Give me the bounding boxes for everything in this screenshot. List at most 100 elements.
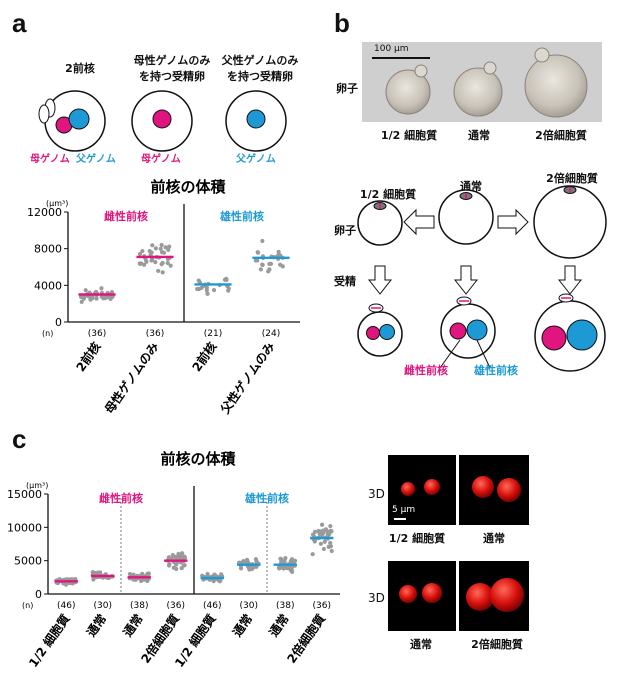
- data-point: [205, 291, 210, 296]
- data-point: [276, 249, 281, 255]
- x-category-label: 父性ゲノムのみ: [217, 339, 278, 417]
- scale-bar-label: 100 µm: [374, 44, 409, 54]
- data-point: [204, 288, 209, 293]
- n-label: (46): [57, 601, 75, 611]
- data-point: [166, 247, 171, 253]
- photo-label-double: 2倍細胞質: [535, 129, 587, 142]
- row-label-3d-bottom: 3D: [368, 591, 385, 605]
- data-point: [312, 539, 317, 544]
- diagram-label-double: 2倍細胞質: [546, 172, 598, 185]
- data-point: [159, 242, 164, 248]
- data-point: [258, 267, 263, 272]
- group-label: 雄性前核: [244, 491, 289, 505]
- data-point: [328, 540, 333, 546]
- data-point: [279, 560, 284, 565]
- arrow-left: [403, 208, 435, 236]
- data-point: [319, 522, 325, 527]
- data-point: [174, 566, 179, 572]
- data-point: [267, 261, 272, 267]
- data-point: [196, 286, 202, 292]
- x-category-label: 通常: [120, 611, 146, 639]
- scale-bar-3d-label: 5 µm: [392, 505, 416, 515]
- n-label: (36): [167, 601, 185, 611]
- x-category-label: 通常: [83, 611, 109, 639]
- pn-3d-normal-male: [497, 478, 521, 502]
- data-point: [88, 297, 93, 302]
- data-point: [329, 548, 334, 554]
- data-point: [94, 296, 99, 301]
- data-point: [322, 539, 327, 544]
- data-point: [168, 263, 173, 268]
- data-point: [79, 299, 84, 304]
- data-point: [166, 563, 172, 568]
- row-label-egg-photo: 卵子: [336, 82, 358, 95]
- data-point: [142, 262, 147, 267]
- image-label-half: 1/2 細胞質: [388, 532, 446, 545]
- n-label: (30): [94, 601, 112, 611]
- panel-a-letter: a: [12, 8, 27, 38]
- arrow-down-normal: [453, 265, 479, 295]
- row-label-egg: 卵子: [334, 224, 356, 237]
- leader-male: [476, 339, 491, 369]
- data-point: [267, 267, 272, 272]
- data-point: [213, 573, 218, 578]
- data-point: [211, 288, 217, 293]
- data-point: [91, 577, 96, 582]
- zygote-title-maternal-only: 母性ゲノムのみ を持つ受精卵: [133, 54, 211, 83]
- pn-3d-normal-female: [472, 476, 494, 498]
- group-label: 雄性前核: [219, 209, 264, 223]
- egg-normal: [438, 189, 494, 245]
- y-tick-label: 8000: [34, 243, 62, 256]
- oocyte-double: [524, 54, 588, 118]
- data-point: [103, 296, 108, 301]
- x-category-label: 通常: [266, 611, 292, 639]
- data-point: [278, 556, 283, 561]
- arrow-down-double: [557, 265, 583, 295]
- zygote-schematics: [38, 90, 287, 152]
- n-label: (30): [240, 601, 258, 611]
- data-point: [289, 567, 294, 573]
- female-pn-label: 雌性前核: [404, 364, 448, 377]
- photo-label-normal: 通常: [468, 129, 490, 142]
- data-point: [283, 556, 288, 561]
- data-point: [321, 546, 327, 552]
- zygote-title-paternal-only: 父性ゲノムのみ を持つ受精卵: [221, 54, 299, 83]
- data-point: [251, 565, 257, 570]
- data-point: [163, 245, 168, 250]
- row-label-fertilization: 受精: [334, 275, 356, 288]
- oocyte-micrograph: [362, 42, 602, 122]
- n-prefix: (n): [42, 329, 53, 338]
- zygote-half-female-pn: [366, 326, 380, 340]
- data-point: [93, 289, 99, 295]
- pn-3d-normal2-female: [399, 585, 417, 603]
- data-point: [153, 246, 158, 251]
- maternal-genome-label: 母ゲノム: [30, 154, 70, 165]
- data-point: [255, 250, 261, 255]
- image-normal-bottom: [388, 561, 456, 631]
- polar-body-normal: [483, 61, 497, 75]
- zygote-half-male-pn: [379, 324, 395, 340]
- data-point: [140, 571, 145, 576]
- zygote-normal-male-pn: [466, 319, 488, 341]
- polar-body-2: [38, 104, 50, 124]
- data-point: [167, 244, 172, 249]
- y-tick-label: 12000: [27, 206, 62, 219]
- n-prefix: (n): [22, 601, 33, 610]
- y-tick-label: 15000: [7, 488, 42, 501]
- data-point: [260, 238, 265, 244]
- data-point: [280, 264, 285, 269]
- data-point: [99, 286, 104, 291]
- data-point: [179, 565, 184, 571]
- zygote-title-2pn: 2前核: [65, 62, 95, 75]
- data-point: [217, 579, 222, 584]
- y-tick-label: 10000: [7, 521, 42, 534]
- row-label-3d-top: 3D: [368, 487, 385, 501]
- data-point: [321, 530, 326, 536]
- image-label-normal-top: 通常: [483, 532, 505, 545]
- y-axis-unit: (µm³): [26, 481, 48, 490]
- panel-b-letter: b: [334, 8, 350, 38]
- pn-3d-double-male: [490, 578, 524, 612]
- group-label: 雌性前核: [104, 209, 148, 223]
- n-label: (36): [88, 329, 106, 339]
- n-label: (21): [204, 329, 222, 339]
